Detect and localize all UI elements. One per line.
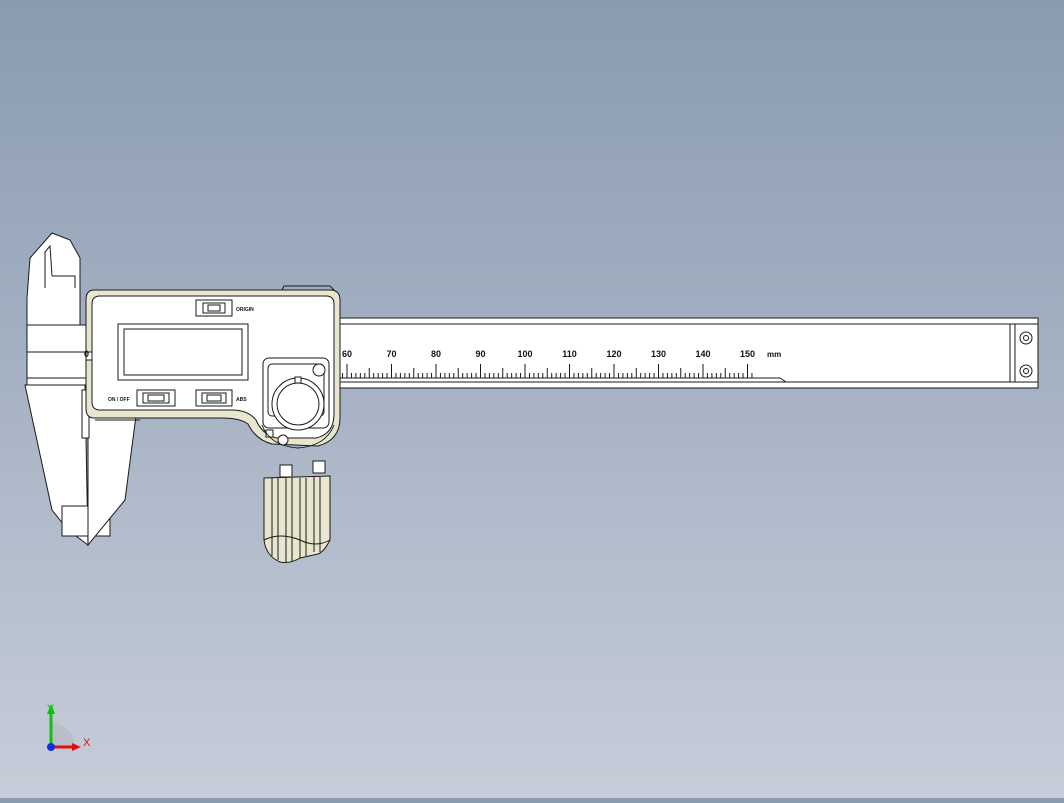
- caliper-beam[interactable]: [329, 317, 1039, 389]
- screw-top: [1019, 331, 1033, 345]
- scale-label: 90: [475, 349, 485, 359]
- scale-label: 150: [740, 349, 755, 359]
- scale-label: 80: [431, 349, 441, 359]
- y-axis-label: Y: [47, 703, 55, 715]
- abs-button[interactable]: [195, 389, 233, 407]
- axis-triad: Y X: [47, 703, 91, 751]
- scale-zero-label: 0: [84, 349, 89, 359]
- x-axis-label: X: [83, 737, 91, 749]
- scale-label: 140: [695, 349, 710, 359]
- scale-label: 100: [517, 349, 532, 359]
- scale-ticks: [337, 364, 753, 378]
- thumb-roller[interactable]: [263, 460, 331, 563]
- scale-label: 110: [562, 349, 577, 359]
- scale-labels: 60 70 80 90 100 110 120 130 140 150: [342, 349, 755, 359]
- scale-unit: mm: [767, 350, 781, 359]
- scale-label: 60: [342, 349, 352, 359]
- scale-label: 120: [606, 349, 621, 359]
- display-head[interactable]: ORIGIN ON / OFF ABS 0: [84, 285, 341, 449]
- scale-label: 70: [386, 349, 396, 359]
- abs-label: ABS: [236, 397, 247, 403]
- screw-bottom: [1019, 364, 1033, 378]
- origin-button[interactable]: [195, 299, 233, 317]
- mm-scale: 60 70 80 90 100 110 120 130 140 150 mm: [337, 349, 781, 379]
- lock-screw[interactable]: [312, 363, 326, 377]
- onoff-label: ON / OFF: [108, 397, 130, 403]
- onoff-button[interactable]: [136, 389, 176, 407]
- scale-label: 130: [651, 349, 666, 359]
- lcd-window: [123, 328, 243, 376]
- origin-label: ORIGIN: [236, 307, 254, 313]
